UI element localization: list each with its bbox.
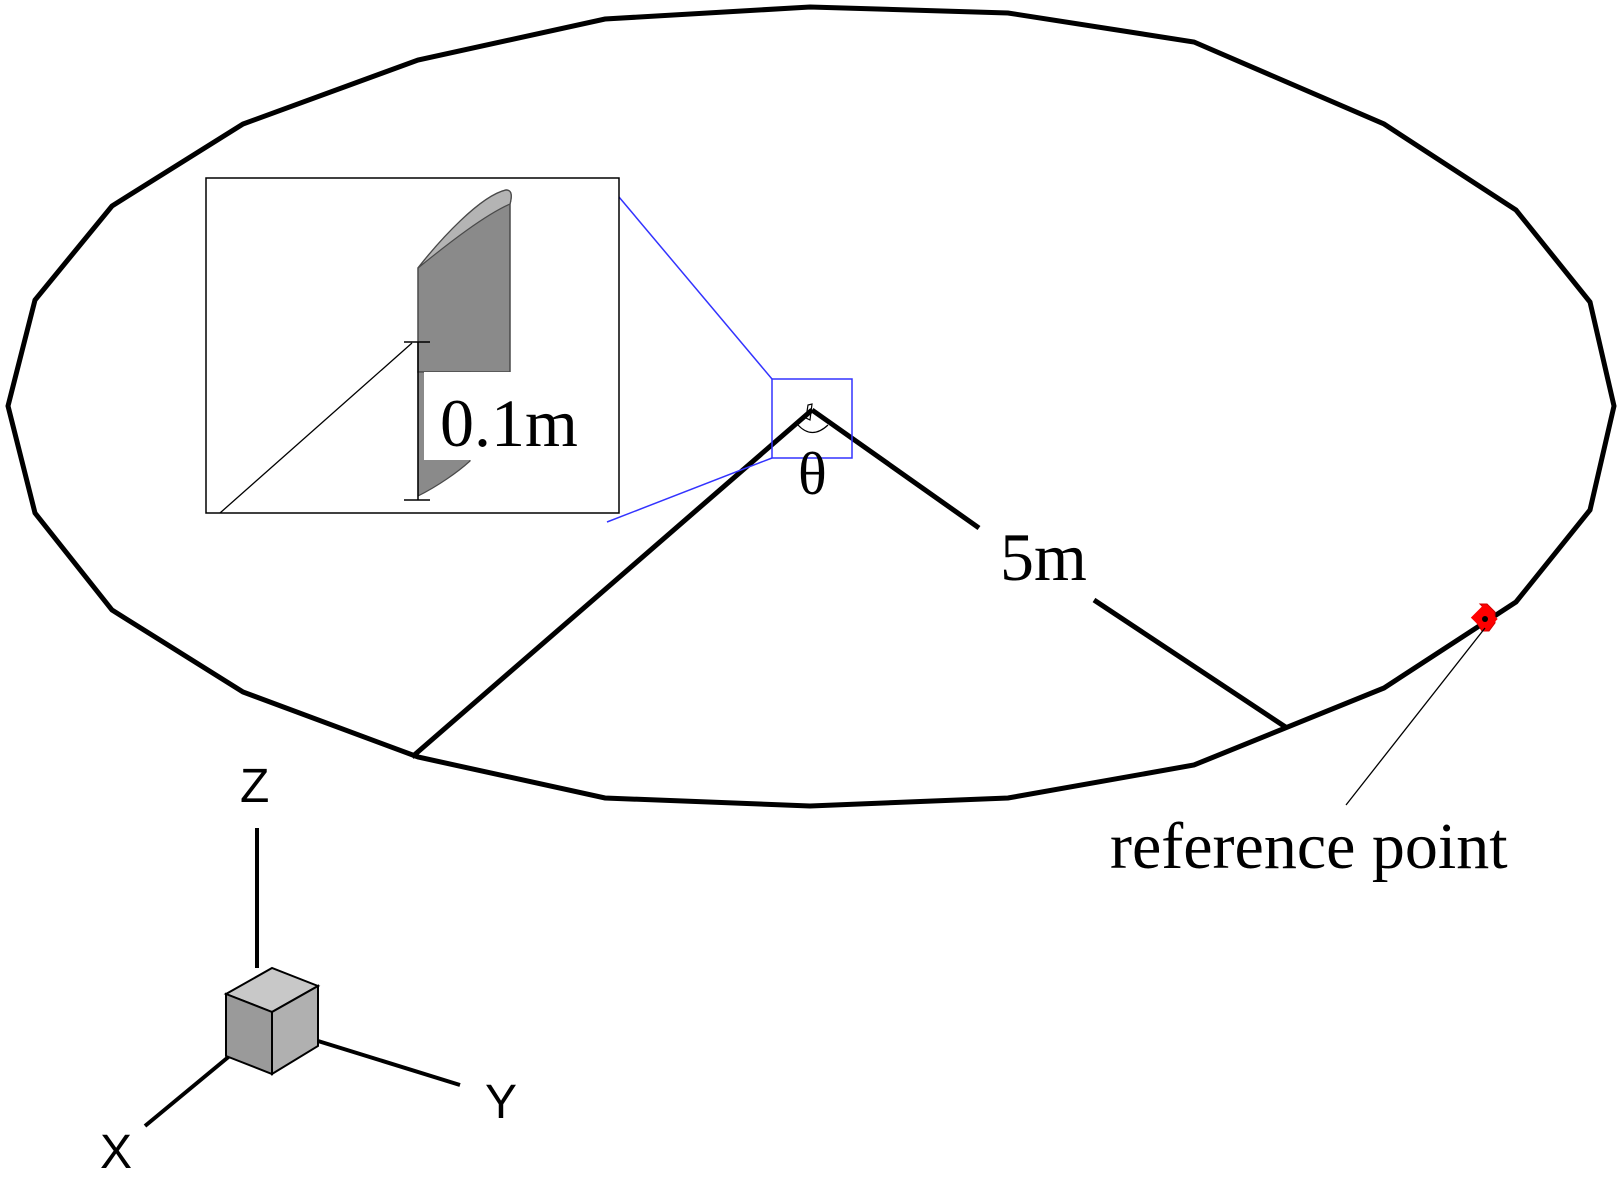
radius-label: 5m: [1000, 519, 1087, 595]
blade-inset: 0.1m: [205, 177, 620, 514]
y-axis-line: [317, 1039, 461, 1087]
y-axis-label: Y: [485, 1076, 517, 1129]
reference-point-leader: [1345, 627, 1486, 806]
inset-radius-line: [219, 342, 413, 514]
dimension-label-bg: [424, 372, 614, 460]
axis-triad: Z Y X: [100, 760, 517, 1179]
dimension-label: 0.1m: [440, 385, 578, 461]
inset-frame: [205, 177, 620, 514]
blade-top-face: [417, 189, 512, 269]
angle-label: θ: [798, 441, 827, 507]
cube-side-face: [271, 984, 319, 1076]
domain-boundary: [5, 4, 1617, 809]
z-axis-label: Z: [240, 760, 269, 813]
zoom-box: [771, 378, 853, 459]
reference-point-label: reference point: [1110, 810, 1508, 883]
reference-point-marker: [1470, 603, 1498, 632]
zoom-connector-top: [618, 196, 773, 380]
right-radius-line-upper: [810, 407, 981, 531]
x-axis-label: X: [100, 1126, 132, 1179]
axis-cube: [223, 966, 321, 1076]
zoom-connector-bottom: [606, 457, 773, 523]
blade-detail-small: [797, 403, 829, 434]
right-radius-line-lower: [1092, 597, 1289, 731]
x-axis-line: [143, 1052, 234, 1128]
